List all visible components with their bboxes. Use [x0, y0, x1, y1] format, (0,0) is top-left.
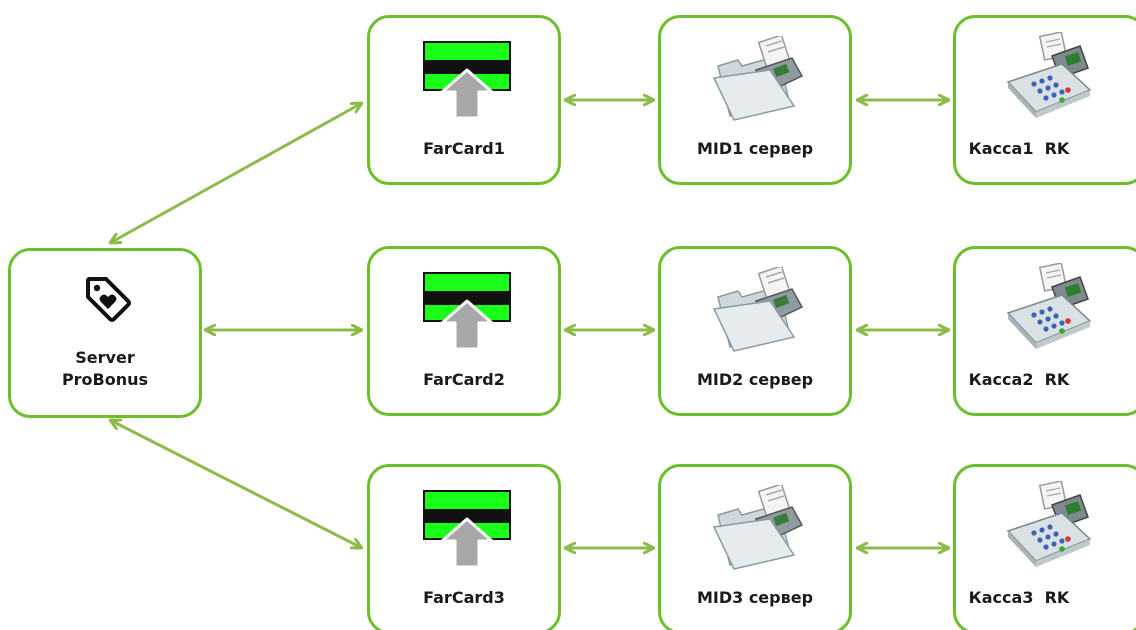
- server-folder-icon: [712, 485, 804, 570]
- edge-server-farcard3: [110, 420, 362, 548]
- cash-register-icon: [1006, 263, 1092, 349]
- kassa1-node[interactable]: Касса1 RK: [953, 15, 1136, 185]
- server-probonus-label: Server ProBonus: [11, 347, 199, 391]
- kassa3-node[interactable]: Касса3 RK: [953, 464, 1136, 630]
- kassa2-label: Касса2 RK: [968, 370, 1070, 389]
- server-folder-icon: [712, 36, 804, 121]
- farcard2-label: FarCard2: [423, 370, 505, 389]
- kassa3-label: Касса3 RK: [968, 588, 1070, 607]
- edge-server-farcard1: [110, 103, 362, 243]
- mid2-server-node[interactable]: MID2 сервер: [658, 246, 852, 416]
- mid2-server-label: MID2 сервер: [696, 370, 814, 389]
- server-label-line2: ProBonus: [61, 370, 149, 389]
- farcard2-node[interactable]: FarCard2: [367, 246, 561, 416]
- server-folder-icon: [712, 267, 804, 352]
- server-label-line1: Server: [75, 348, 135, 367]
- farcard3-label: FarCard3: [423, 588, 505, 607]
- mid3-server-node[interactable]: MID3 сервер: [658, 464, 852, 630]
- mid3-server-label: MID3 сервер: [696, 588, 814, 607]
- card-upload-icon: [423, 490, 511, 569]
- cash-register-icon: [1006, 481, 1092, 567]
- farcard1-node[interactable]: FarCard1: [367, 15, 561, 185]
- mid1-server-node[interactable]: MID1 сервер: [658, 15, 852, 185]
- kassa1-label: Касса1 RK: [968, 139, 1070, 158]
- card-upload-icon: [423, 272, 511, 351]
- kassa2-node[interactable]: Касса2 RK: [953, 246, 1136, 416]
- server-probonus-node[interactable]: Server ProBonus: [8, 248, 202, 418]
- card-upload-icon: [423, 41, 511, 120]
- cash-register-icon: [1006, 32, 1092, 118]
- mid1-server-label: MID1 сервер: [696, 139, 814, 158]
- farcard3-node[interactable]: FarCard3: [367, 464, 561, 630]
- price-tag-heart-icon: [86, 277, 131, 322]
- farcard1-label: FarCard1: [423, 139, 505, 158]
